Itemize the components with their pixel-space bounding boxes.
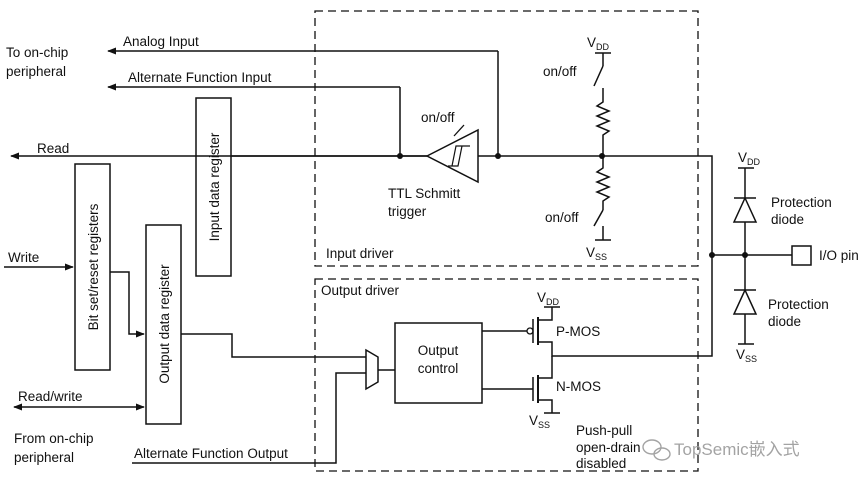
nmos-vss-label: VSS (529, 413, 550, 430)
wechat-icon (642, 439, 671, 461)
schmitt-onoff-label: on/off (421, 110, 455, 125)
output-driver-label: Output driver (321, 283, 400, 298)
from-onchip-label-2: peripheral (14, 450, 74, 465)
output-multiplexer (365, 348, 379, 391)
odr-to-mux-line (181, 333, 366, 358)
lower-protection-diode (732, 288, 758, 315)
pullup-switch (593, 65, 604, 87)
pulldown-switch (593, 209, 604, 227)
nmos-source (538, 399, 553, 413)
pmos-label: P-MOS (556, 324, 600, 339)
bit-set-reset-registers (74, 163, 111, 371)
from-onchip-label-1: From on-chip (14, 431, 94, 446)
output-data-register-label: Output data register (157, 264, 172, 384)
junction-dot (709, 252, 715, 258)
junction-dot (495, 153, 501, 159)
pmos-gate-bubble (526, 327, 534, 335)
output-control-label-2: control (418, 361, 459, 376)
output-data-register (145, 224, 182, 425)
pulldown-vss-label: VSS (586, 245, 607, 262)
output-node-wire (538, 341, 698, 357)
pulldown-onoff-label: on/off (545, 210, 579, 225)
output-control-label-1: Output (418, 343, 459, 358)
ttl-label-1: TTL Schmitt (388, 186, 461, 201)
nmos-label: N-MOS (556, 379, 601, 394)
output-to-pin-wire (698, 255, 713, 357)
disabled-label: disabled (576, 456, 626, 471)
watermark-text: TopSemic嵌入式 (674, 440, 800, 459)
schmitt-onoff-tick (453, 124, 465, 137)
alt-function-output-line (132, 372, 366, 464)
input-driver-label: Input driver (326, 246, 394, 261)
output-control-block (394, 322, 483, 404)
upper-protection-diode (732, 196, 758, 223)
pullup-resistor (595, 88, 611, 156)
bit-set-reset-registers-label: Bit set/reset registers (86, 203, 101, 330)
bsr-to-odr-line (110, 271, 145, 338)
ttl-label-2: trigger (388, 204, 427, 219)
watermark: TopSemic嵌入式 (642, 439, 800, 461)
input-data-register-label: Input data register (207, 132, 222, 241)
alt-function-output-label: Alternate Function Output (134, 446, 288, 461)
read-label: Read (37, 141, 69, 156)
protection-vdd-label: VDD (738, 150, 761, 167)
pulldown-resistor (595, 156, 611, 210)
io-pin-label: I/O pin (819, 248, 859, 263)
to-onchip-label-2: peripheral (6, 64, 66, 79)
upper-protection-label-1: Protection (771, 195, 832, 210)
input-driver-box (314, 10, 699, 267)
alt-function-input-label: Alternate Function Input (128, 70, 272, 85)
io-pin (791, 245, 812, 266)
junction-dot (599, 153, 605, 159)
output-driver-box (314, 278, 699, 472)
write-label: Write (8, 250, 39, 265)
nmos-drain (538, 356, 553, 379)
input-to-pin-wire (698, 155, 713, 255)
junction-dot (397, 153, 403, 159)
schmitt-trigger (425, 128, 479, 184)
analog-input-label: Analog Input (123, 34, 199, 49)
open-drain-label: open-drain (576, 440, 641, 455)
protection-vss-label: VSS (736, 347, 757, 364)
pmos-vdd-label: VDD (537, 290, 560, 307)
upper-protection-label-2: diode (771, 212, 804, 227)
input-data-register (195, 97, 232, 277)
read-write-label: Read/write (18, 389, 83, 404)
lower-protection-label-2: diode (768, 314, 801, 329)
lower-protection-label-1: Protection (768, 297, 829, 312)
pmos-source (538, 307, 553, 321)
pullup-vdd-label: VDD (587, 35, 610, 52)
schmitt-hysteresis-icon (448, 145, 470, 167)
to-onchip-label-1: To on-chip (6, 45, 68, 60)
pullup-onoff-label: on/off (543, 64, 577, 79)
push-pull-label: Push-pull (576, 423, 632, 438)
